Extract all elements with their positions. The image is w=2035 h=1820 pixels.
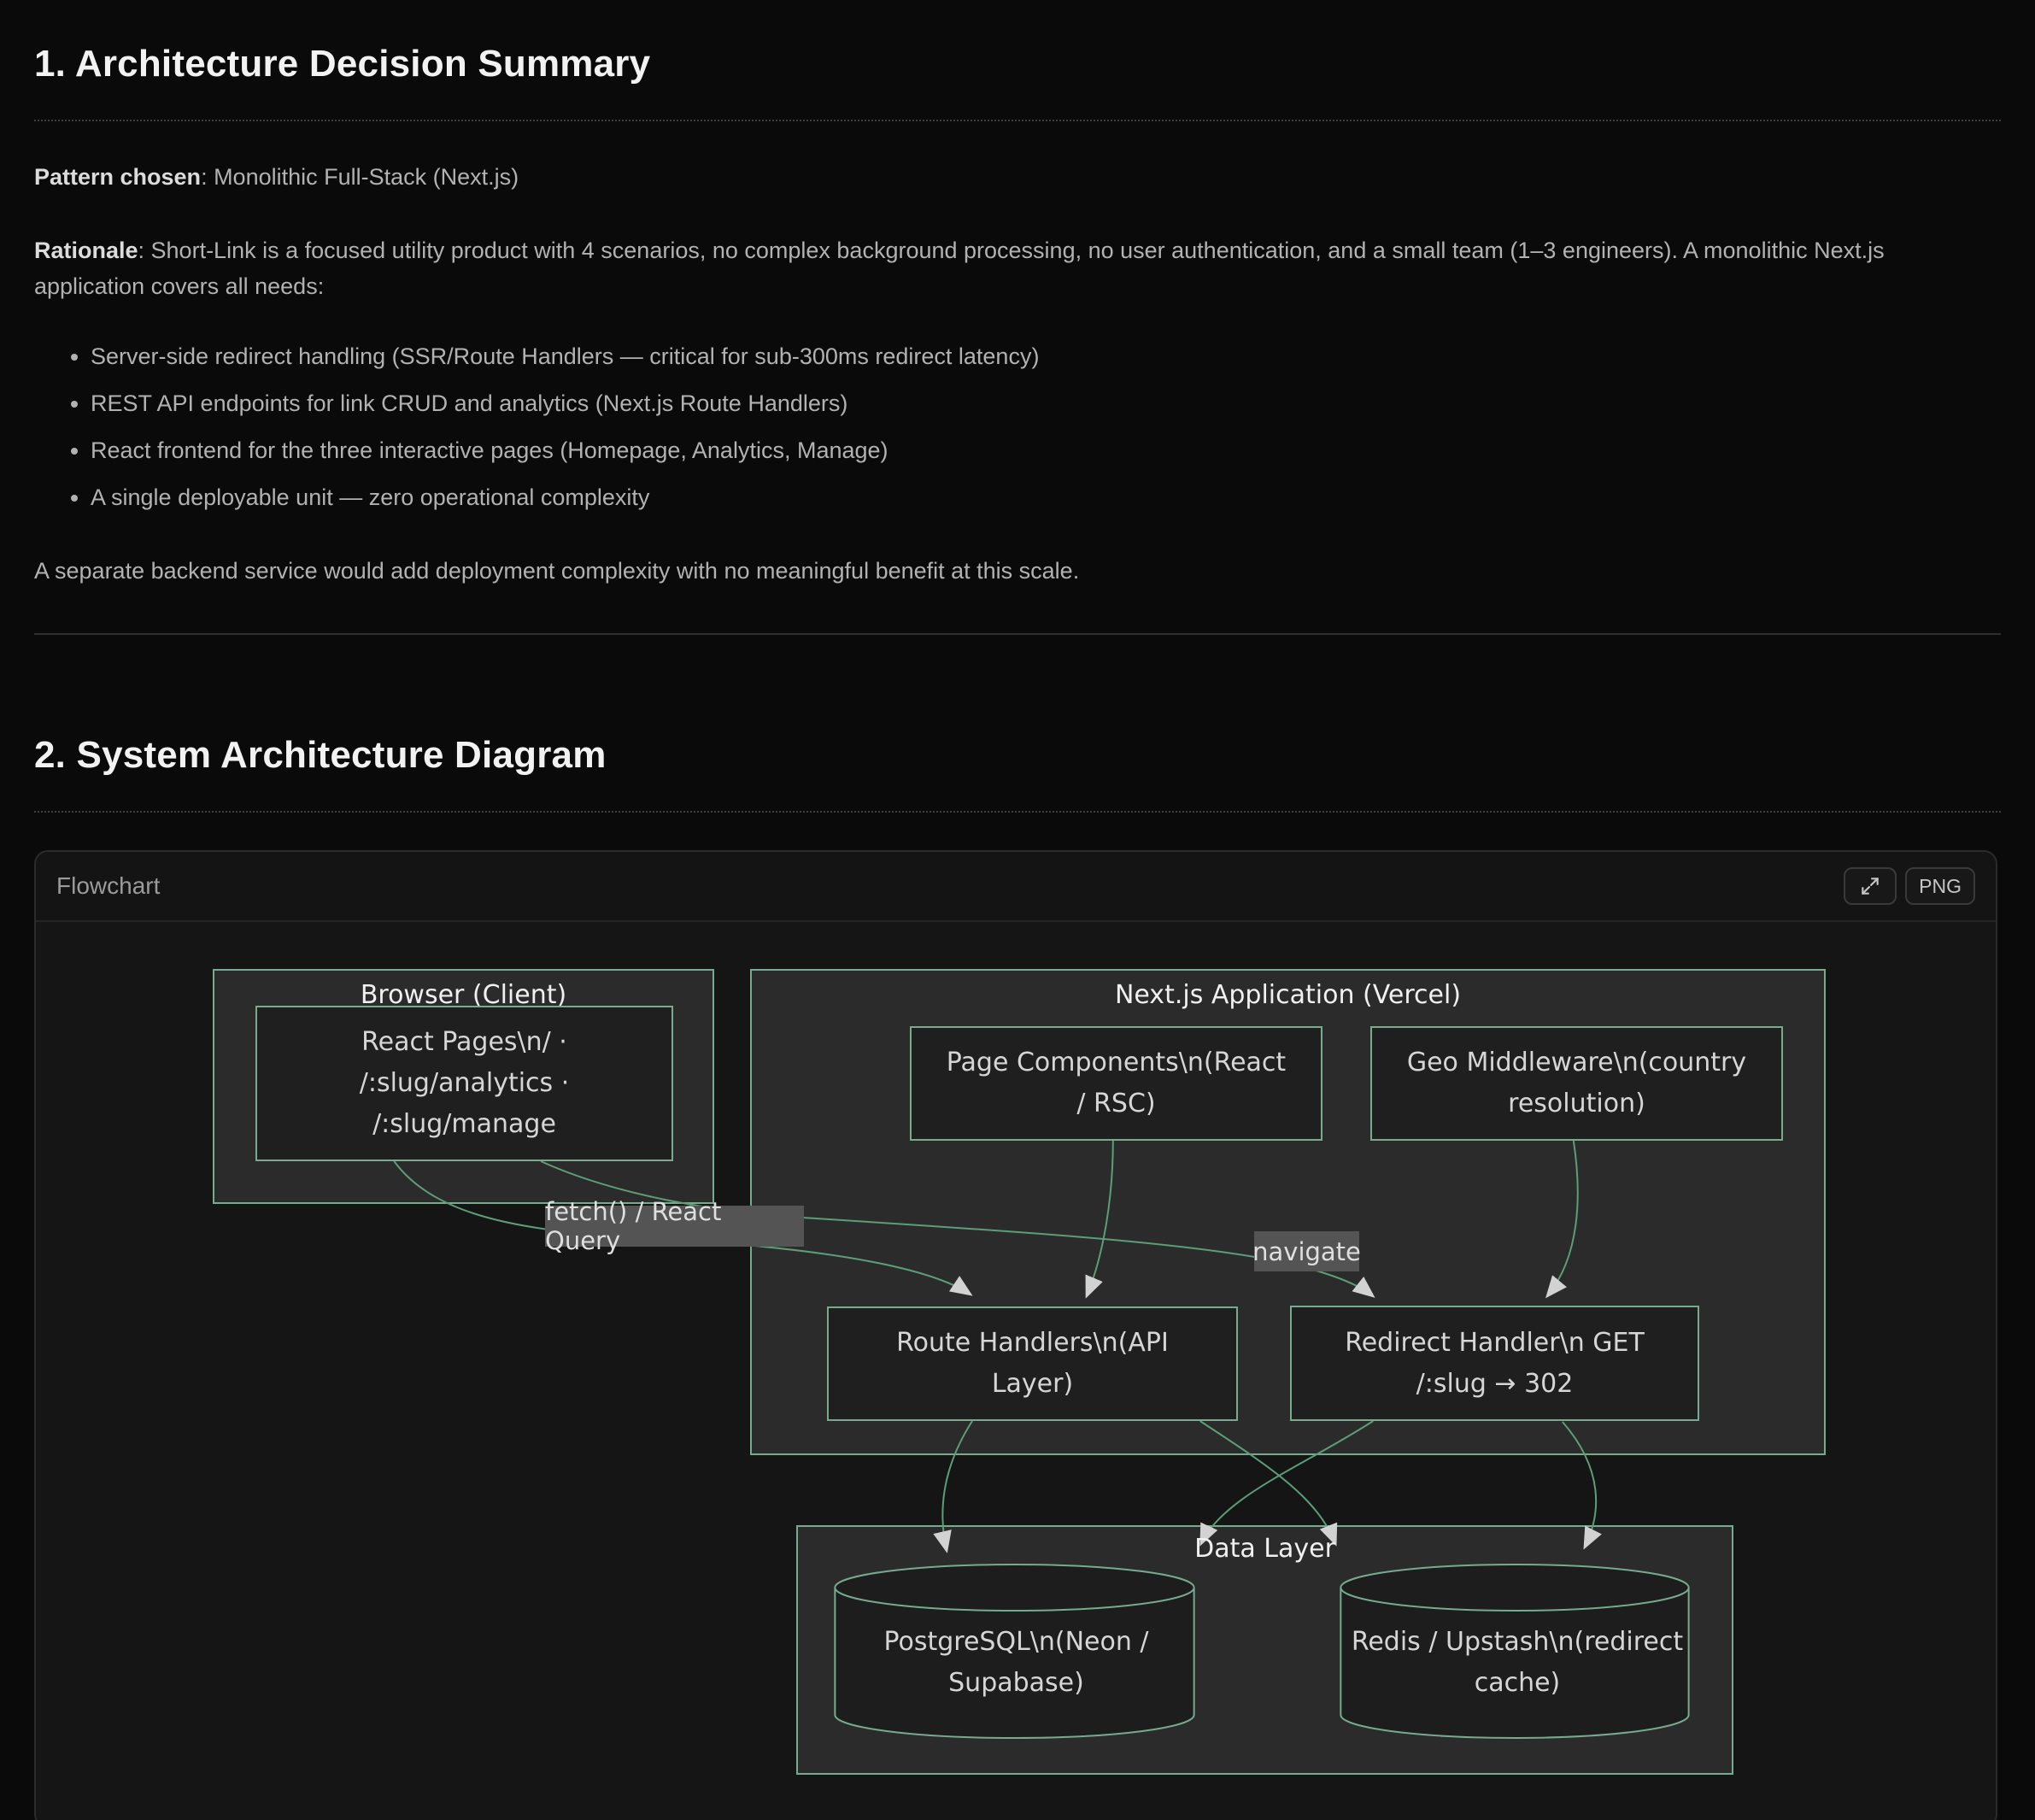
diagram-edges-layer (393, 1140, 1690, 1739)
section-heading-1: 1. Architecture Decision Summary (34, 43, 651, 85)
edge-label-navigate: navigate (1252, 1231, 1361, 1271)
node-text-line: /:slug/analytics · (359, 1068, 570, 1098)
edge-redirect-handler-to-postgresql (1199, 1420, 1374, 1547)
list-item: React frontend for the three interactive… (91, 432, 2001, 468)
node-text-line: resolution) (1508, 1089, 1645, 1118)
expand-button[interactable] (1844, 867, 1897, 905)
node-text-line: React Pages\n/ · (361, 1027, 567, 1057)
rationale-bullet-list: Server-side redirect handling (SSR/Route… (34, 338, 2001, 515)
node-text-line: Redirect Handler\n GET (1345, 1327, 1645, 1358)
edge-geo-middleware-to-redirect-handler (1545, 1140, 1579, 1299)
rationale-value: : Short-Link is a focused utility produc… (34, 238, 1885, 299)
rationale-label: Rationale (34, 238, 138, 263)
pattern-label: Pattern chosen (34, 164, 202, 190)
postgresql-cylinder-top (834, 1564, 1195, 1612)
dotted-divider (34, 120, 2001, 121)
flowchart-panel-header: Flowchart PNG (36, 852, 1996, 922)
panel-title: Flowchart (56, 872, 161, 899)
node-react-pages: React Pages\n/ · /:slug/analytics · /:sl… (255, 1006, 673, 1161)
rationale-paragraph: Rationale: Short-Link is a focused utili… (34, 232, 2001, 304)
node-text-line: /:slug/manage (372, 1109, 556, 1139)
node-text-line: PostgreSQL\n(Neon / (883, 1627, 1149, 1657)
flowchart-panel: Flowchart PNG (34, 850, 1997, 1820)
pattern-value: : Monolithic Full-Stack (Next.js) (201, 164, 519, 190)
node-route-handlers: Route Handlers\n(API Layer) (827, 1306, 1238, 1421)
node-text-line: cache) (1474, 1668, 1561, 1698)
node-text-line: Supabase) (948, 1668, 1084, 1698)
section-divider (34, 633, 2001, 635)
node-text-line: Redis / Upstash\n(redirect (1351, 1627, 1684, 1657)
subgraph-label-data-layer: Data Layer (1194, 1534, 1335, 1564)
panel-actions: PNG (1844, 867, 1975, 905)
subgraph-label-browser: Browser (Client) (360, 980, 567, 1010)
list-item: REST API endpoints for link CRUD and ana… (91, 385, 2001, 421)
node-text-line: / RSC) (1076, 1089, 1156, 1118)
list-item: Server-side redirect handling (SSR/Route… (91, 338, 2001, 374)
edge-route-handlers-to-redis (1199, 1420, 1338, 1547)
closing-paragraph: A separate backend service would add dep… (34, 558, 1080, 584)
edge-route-handlers-to-postgresql (933, 1420, 973, 1553)
edge-page-components-to-route-handlers (1085, 1140, 1114, 1299)
node-text-line: Layer) (991, 1369, 1074, 1399)
subgraph-label-nextjs: Next.js Application (Vercel) (1114, 980, 1462, 1010)
node-redirect-handler: Redirect Handler\n GET /:slug → 302 (1290, 1306, 1699, 1421)
png-export-button[interactable]: PNG (1905, 867, 1975, 905)
node-text-line: Route Handlers\n(API (896, 1328, 1169, 1358)
section-heading-2: 2. System Architecture Diagram (34, 734, 607, 776)
node-postgresql: PostgreSQL\n(Neon / Supabase) (836, 1611, 1196, 1715)
pattern-paragraph: Pattern chosen: Monolithic Full-Stack (N… (34, 159, 2001, 195)
edge-label-fetch-react-query: fetch() / React Query (545, 1197, 804, 1255)
dotted-divider (34, 811, 2001, 813)
expand-icon (1862, 878, 1879, 895)
node-redis: Redis / Upstash\n(redirect cache) (1343, 1611, 1692, 1715)
node-text-line: Geo Middleware\n(country (1406, 1048, 1747, 1077)
redis-cylinder (1340, 1588, 1690, 1739)
node-text-line: Page Components\n(React (946, 1048, 1287, 1077)
node-geo-middleware: Geo Middleware\n(country resolution) (1370, 1026, 1783, 1141)
flowchart-canvas: Browser (Client) Next.js Application (Ve… (36, 922, 1996, 1820)
edge-redirect-handler-to-redis (1562, 1421, 1602, 1550)
node-text-line: /:slug → 302 (1416, 1368, 1574, 1399)
list-item: A single deployable unit — zero operatio… (91, 479, 2001, 515)
node-page-components: Page Components\n(React / RSC) (910, 1026, 1322, 1141)
redis-cylinder-top (1340, 1564, 1690, 1612)
postgresql-cylinder (834, 1588, 1195, 1739)
